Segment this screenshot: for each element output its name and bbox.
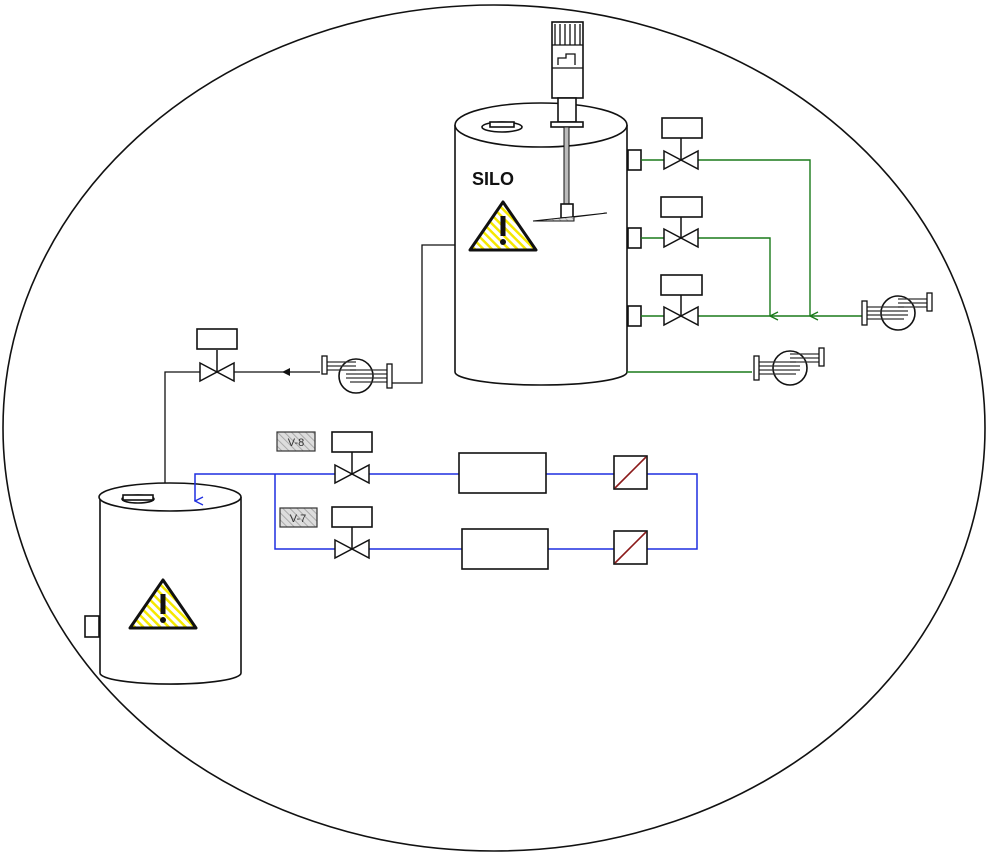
control-valve-icon[interactable]: [660, 274, 703, 326]
heat-exchanger-upper[interactable]: [458, 452, 547, 494]
v7-label: V-7: [290, 513, 307, 525]
heat-exchanger-lower[interactable]: [461, 528, 549, 570]
v8-tag: [276, 431, 316, 452]
v8-label: V-8: [288, 437, 305, 449]
boundary-ellipse: [2, 4, 986, 852]
control-valve-icon[interactable]: [660, 196, 703, 248]
silo-label: SILO: [472, 169, 514, 189]
valve-v8[interactable]: [331, 431, 373, 484]
agitator-motor-icon[interactable]: [532, 21, 608, 222]
control-valve-icon[interactable]: [661, 117, 703, 170]
control-valve-icon[interactable]: [196, 328, 238, 382]
silo-tank[interactable]: [454, 102, 628, 386]
v7-tag: [279, 507, 318, 528]
valve-v7[interactable]: [331, 506, 373, 559]
pump-icon[interactable]: [861, 292, 933, 331]
pump-icon[interactable]: [753, 347, 825, 386]
filter-icon[interactable]: [613, 455, 648, 490]
filter-icon[interactable]: [613, 530, 648, 565]
silo-nozzles: [627, 149, 642, 327]
pump-icon[interactable]: [321, 355, 393, 394]
